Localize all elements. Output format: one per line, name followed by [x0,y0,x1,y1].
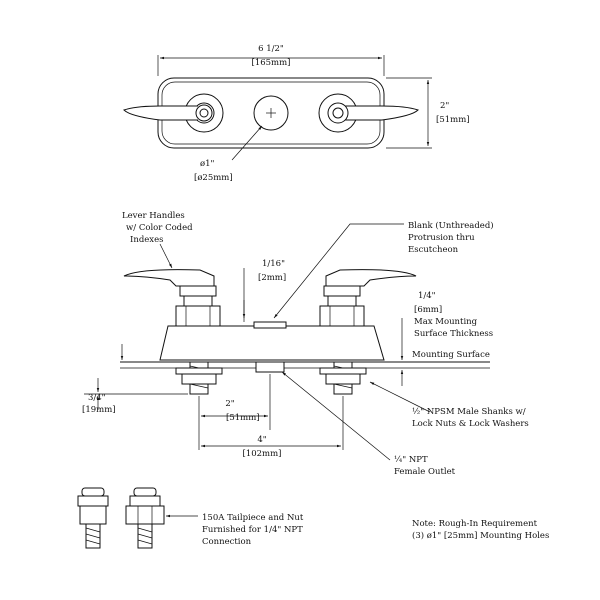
top-view: 6 1/2" [165mm] 2" [51mm] [123,44,470,183]
thickness-text-line-1: Max Mounting [414,317,478,327]
tailpiece-line-1: 150A Tailpiece and Nut [202,513,304,523]
hole-in-label: ø1" [200,159,215,169]
blank-protrusion [253,321,287,329]
note-line-1: Note: Rough-In Requirement [412,519,538,529]
half-spacing-in-label: 2" [225,399,234,409]
blank-line-2: Protrusion thru [408,233,475,243]
hole-mm-label: [ø25mm] [194,173,233,183]
escutcheon-body-front [159,325,385,361]
right-valve-front [319,269,417,395]
shanks-line-1: ½" NPSM Male Shanks w/ [412,406,526,417]
mounting-surface-label: Mounting Surface [412,350,490,360]
left-valve-front [123,269,223,395]
note-line-2: (3) ø1" [25mm] Mounting Holes [412,530,549,541]
spacing-mm-label: [102mm] [243,449,282,459]
lever-handles-line-3: Indexes [130,235,164,245]
shank-length-mm-label: [19mm] [82,405,116,415]
thickness-text-line-2: Surface Thickness [414,329,493,339]
shank-length-in-label: 3/4" [88,393,106,403]
lever-handles-line-1: Lever Handles [122,211,185,221]
spacing-in-label: 4" [257,435,266,445]
tailpiece-front [125,487,165,549]
right-handle-top [318,93,419,133]
height-in-label: 2" [440,101,449,111]
blank-line-3: Escutcheon [408,245,459,255]
shanks-line-2: Lock Nuts & Lock Washers [412,419,529,429]
tailpieces: 150A Tailpiece and Nut Furnished for 1/4… [77,487,304,549]
left-handle-top [123,93,224,133]
outlet-line-2: Female Outlet [394,467,456,477]
protrusion-mm-label: [2mm] [258,273,286,283]
width-in-label: 6 1/2" [258,44,284,54]
tailpiece-line-3: Connection [202,537,252,547]
protrusion-in-label: 1/16" [262,259,285,269]
height-mm-label: [51mm] [436,115,470,125]
thickness-in-label: 1/4" [418,291,436,301]
outlet-line-1: ¼" NPT [394,454,428,465]
lever-handles-line-2: w/ Color Coded [126,223,193,233]
half-spacing-mm-label: [51mm] [226,413,260,423]
width-mm-label: [165mm] [252,58,291,68]
front-view: Lever Handles w/ Color Coded Indexes Bla… [82,211,529,477]
blank-line-1: Blank (Unthreaded) [408,220,494,231]
center-hole-top [253,95,289,131]
center-outlet [255,361,285,373]
tailpiece-line-2: Furnished for 1/4" NPT [202,525,303,535]
tailpiece-side [77,487,109,549]
thickness-mm-label: [6mm] [414,305,442,315]
